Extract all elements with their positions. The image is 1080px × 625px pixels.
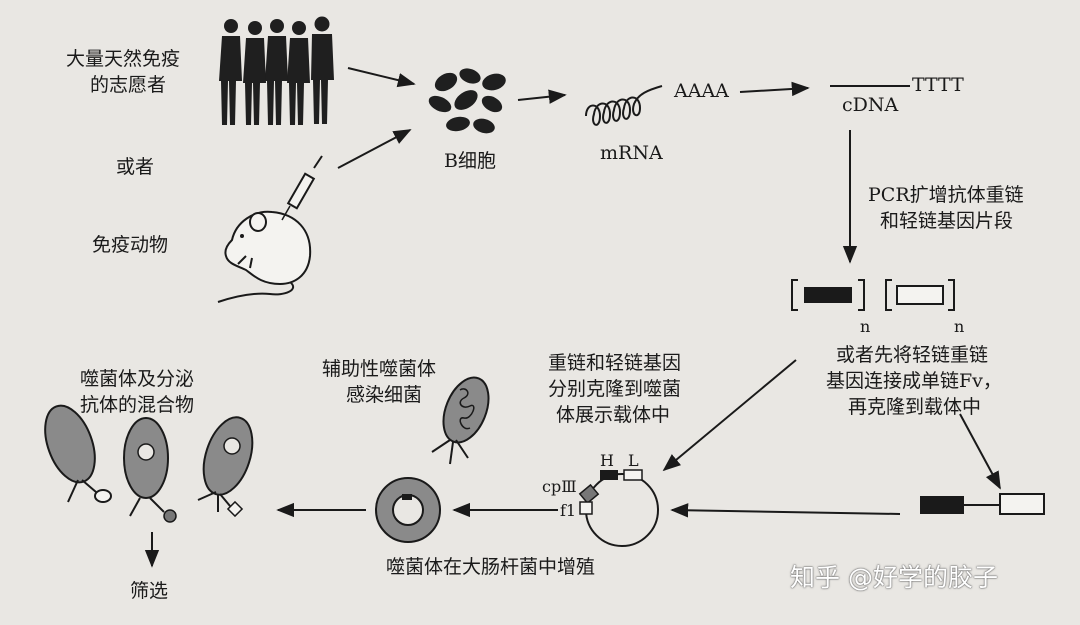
mrna-coil-icon xyxy=(585,85,663,126)
helper-label-1: 辅助性噬菌体 xyxy=(322,358,437,380)
scfv-label-2: 基因连接成单链Fv， xyxy=(826,370,1002,392)
phage-mixture-icon xyxy=(44,404,254,523)
watermark: 知乎 @好学的胶子 xyxy=(790,563,998,592)
arrow-volunteers-to-bcell xyxy=(347,67,416,88)
arrow-fragments-to-vector xyxy=(662,359,797,472)
proliferate-label: 噬菌体在大肠杆菌中增殖 xyxy=(386,556,596,578)
mrna-label: mRNA xyxy=(600,142,663,164)
screen-label: 筛选 xyxy=(130,580,169,602)
heavy-chain-fragment xyxy=(791,279,865,311)
polyt-label: TTTT xyxy=(912,74,964,96)
phage-display-vector xyxy=(578,469,659,547)
mixture-label-2: 抗体的混合物 xyxy=(80,394,195,416)
arrow-scfv-to-vector xyxy=(670,503,901,518)
volunteers-label-2: 的志愿者 xyxy=(90,74,167,96)
or-label: 或者 xyxy=(116,156,155,178)
arrow-bcell-to-mrna xyxy=(517,89,567,104)
clone-label-1: 重链和轻链基因 xyxy=(548,352,682,374)
clone-label-3: 体展示载体中 xyxy=(556,404,671,426)
arrow-animal-to-bcell xyxy=(337,129,412,169)
b-cell-cluster-icon xyxy=(428,68,506,134)
syringe-icon xyxy=(281,155,323,221)
light-chain-fragment xyxy=(885,279,955,311)
immune-animal-label: 免疫动物 xyxy=(92,234,169,256)
mouse-icon xyxy=(217,210,312,303)
scfv-construct xyxy=(920,493,1045,515)
light-l-label: L xyxy=(628,451,639,470)
volunteers-silhouette-icon xyxy=(219,16,334,125)
ecoli-cell-icon xyxy=(375,477,441,543)
heavy-h-label: H xyxy=(600,451,614,470)
arrow-mrna-to-cdna xyxy=(739,81,810,97)
cpiii-label: cpⅢ xyxy=(542,477,577,496)
f1-label: f1 xyxy=(560,501,577,520)
cdna-label: cDNA xyxy=(842,94,899,116)
mixture-label-1: 噬菌体及分泌 xyxy=(80,368,195,390)
clone-label-2: 分别克隆到噬菌 xyxy=(548,378,682,400)
arrow-fragments-to-scfv xyxy=(959,413,1001,490)
helper-label-2: 感染细菌 xyxy=(346,384,423,406)
repeat-n-label-2: n xyxy=(954,317,965,336)
repeat-n-label-1: n xyxy=(860,317,871,336)
b-cell-label: B细胞 xyxy=(444,150,496,172)
helper-phage-icon xyxy=(431,376,490,465)
scfv-label-3: 再克隆到载体中 xyxy=(848,396,982,418)
pcr-label-1: PCR扩增抗体重链 xyxy=(868,184,1024,206)
volunteers-label-1: 大量天然免疫 xyxy=(66,48,181,70)
scfv-label-1: 或者先将轻链重链 xyxy=(836,344,989,366)
pcr-label-2: 和轻链基因片段 xyxy=(880,210,1014,232)
polya-label: AAAA xyxy=(674,80,729,102)
